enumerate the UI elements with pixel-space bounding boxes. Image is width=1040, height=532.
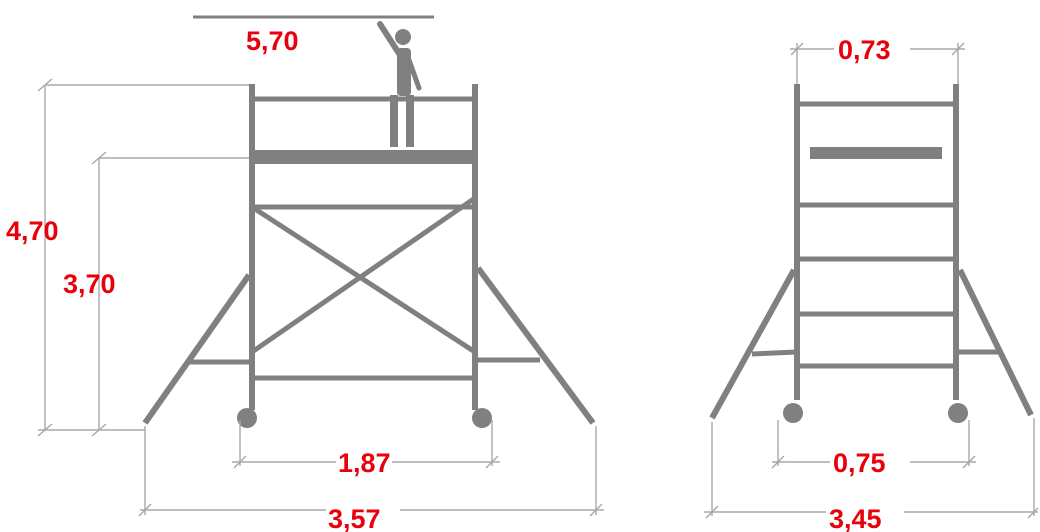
total-height-label: 4,70 [6, 216, 59, 246]
wheel-icon [783, 403, 803, 423]
dimension-labels: 5,70 4,70 3,70 1,87 3,57 0,73 0,75 3,45 [6, 26, 891, 532]
front-width-dimension-lines [138, 420, 604, 517]
side-frame-width-label: 0,73 [838, 35, 891, 65]
wheel-icon [472, 408, 492, 428]
side-left-outrigger [709, 268, 797, 420]
front-left-outrigger [142, 273, 252, 425]
front-wheel-span-label: 1,87 [338, 448, 391, 478]
side-outrigger-span-label: 3,45 [829, 504, 882, 532]
person-icon [377, 21, 422, 147]
front-diagonal-brace [250, 204, 477, 355]
side-top-dimension-lines [790, 42, 965, 84]
deck-height-label: 3,70 [63, 269, 116, 299]
side-right-outrigger [957, 268, 1034, 417]
side-width-dimension-lines [704, 418, 1039, 519]
side-wheel-span-label: 0,75 [833, 448, 886, 478]
front-view [37, 15, 604, 517]
front-right-outrigger [475, 266, 596, 425]
side-left-outrigger-strut [751, 349, 798, 357]
platform-height-label: 5,70 [246, 26, 299, 56]
side-view [704, 42, 1039, 519]
front-diagonal-brace [250, 195, 477, 355]
wheel-icon [948, 403, 968, 423]
front-outrigger-span-label: 3,57 [328, 504, 381, 532]
front-height-dimension-lines [37, 78, 249, 437]
wheel-icon [237, 408, 257, 428]
